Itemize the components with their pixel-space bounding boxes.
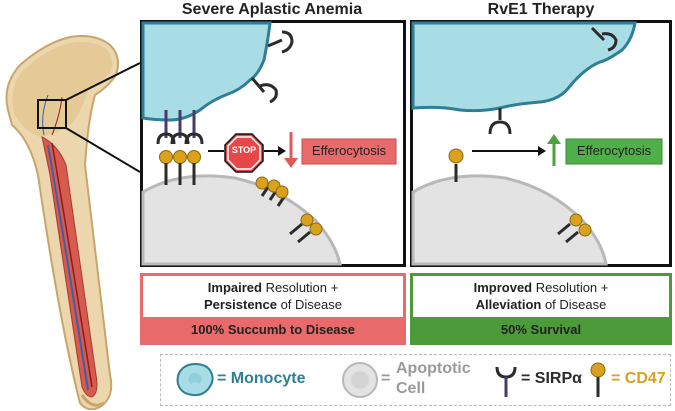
- right-outcome-result: 50% Survival: [413, 317, 669, 343]
- sirpa-receptor: [488, 108, 512, 135]
- stop-label: STOP: [231, 145, 257, 155]
- apoptotic-eq: =: [381, 370, 391, 387]
- cd47-cluster: [255, 176, 289, 207]
- left-outcome-box: Impaired Resolution + Persistence of Dis…: [140, 273, 406, 345]
- left-outcome-bold2: Persistence: [203, 297, 277, 312]
- apoptotic-cell-legend-icon: [342, 362, 378, 398]
- sirpa-legend-icon: [495, 366, 517, 397]
- legend: = Monocyte = Apoptotic Cell = SIRPα = CD…: [160, 354, 671, 406]
- cd47-cluster: [557, 213, 592, 244]
- femur-bone-illustration: [5, 35, 119, 410]
- right-outcome-bold2: Alleviation: [475, 297, 542, 312]
- sirpa-cd47-complex: [156, 110, 204, 185]
- left-panel: [140, 20, 406, 267]
- left-outcome-description: Impaired Resolution + Persistence of Dis…: [143, 276, 403, 317]
- left-panel-title: Severe Aplastic Anemia: [181, 1, 363, 18]
- left-outcome-rest1: Resolution +: [261, 280, 339, 295]
- monocyte-cell: [411, 21, 637, 113]
- cd47-cluster: [289, 213, 323, 244]
- right-efferocytosis-label: Efferocytosis: [576, 143, 652, 158]
- right-outcome-bold1: Improved: [473, 280, 533, 295]
- left-outcome-rest2: of Disease: [276, 297, 343, 312]
- monocyte-legend-label: = Monocyte: [217, 370, 306, 387]
- left-efferocytosis-label: Efferocytosis: [311, 143, 387, 158]
- right-panel-title: RvE1 Therapy: [487, 1, 595, 18]
- left-outcome-result: 100% Succumb to Disease: [143, 317, 403, 343]
- cd47-legend-icon: [590, 362, 606, 397]
- cd47-legend-label: = CD47: [611, 370, 666, 387]
- apoptotic-legend-line1: Apoptotic: [396, 360, 471, 377]
- right-outcome-rest2: of Disease: [541, 297, 607, 312]
- sirpa-receptor: [590, 26, 618, 52]
- cd47-single: [448, 148, 464, 182]
- sirpa-receptor: [267, 30, 294, 54]
- monocyte-cell: [141, 21, 272, 122]
- right-panel: [410, 20, 672, 267]
- right-outcome-rest1: Resolution +: [532, 280, 609, 295]
- right-outcome-description: Improved Resolution + Alleviation of Dis…: [413, 276, 669, 317]
- apoptotic-legend-line2: Cell: [396, 380, 426, 397]
- zoom-box: [37, 99, 67, 129]
- left-outcome-bold1: Impaired: [207, 280, 262, 295]
- sirpa-legend-label: = SIRPα: [521, 370, 582, 387]
- monocyte-legend-icon: [176, 362, 214, 397]
- sirpa-receptor: [250, 77, 278, 104]
- right-outcome-box: Improved Resolution + Alleviation of Dis…: [410, 273, 672, 345]
- stop-sign-icon: [224, 133, 264, 173]
